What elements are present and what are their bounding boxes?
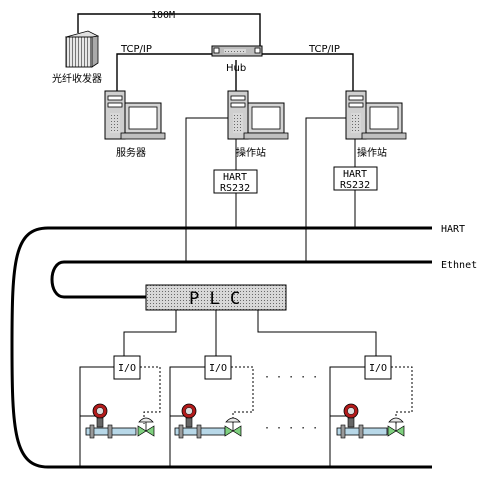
hart-rs232-box-1: HART RS232 xyxy=(213,169,258,194)
transmitter-icon xyxy=(92,403,108,428)
ellipsis-upper: · · · · · xyxy=(264,372,318,383)
station2-computer-icon xyxy=(345,90,407,140)
hart-rs232-box-2: HART RS232 xyxy=(333,166,378,191)
hart-box1-line2: RS232 xyxy=(220,183,250,194)
io-module-1: I/O xyxy=(113,355,141,380)
field-device-group-1 xyxy=(85,403,155,439)
io-module-2: I/O xyxy=(204,355,232,380)
ethernet-bus-label: Ethnet xyxy=(441,260,477,271)
fiber-transceiver-icon xyxy=(64,30,100,68)
tcpip-label-right: TCP/IP xyxy=(308,44,340,55)
plc-io-wiring xyxy=(123,310,377,356)
transmitter-icon xyxy=(181,403,197,428)
station-cables xyxy=(185,117,356,262)
hart-box2-line1: HART xyxy=(343,169,367,180)
io2-label: I/O xyxy=(209,363,227,374)
hub-device xyxy=(211,45,263,57)
top-links xyxy=(77,13,354,91)
hart-box2-line2: RS232 xyxy=(340,180,370,191)
transmitter-icon xyxy=(343,403,359,428)
station1-label: 操作站 xyxy=(236,146,266,159)
valve-icon xyxy=(387,417,405,437)
link-label-100m: 100M xyxy=(151,10,175,21)
tcpip-label-left: TCP/IP xyxy=(120,44,152,55)
server-label: 服务器 xyxy=(116,146,146,159)
io-module-3: I/O xyxy=(364,355,392,380)
ellipsis-lower: · · · · · xyxy=(264,423,318,434)
station2-label: 操作站 xyxy=(357,146,387,159)
field-wiring xyxy=(79,366,365,467)
fiber-transceiver-label: 光纤收发器 xyxy=(52,72,102,85)
dashed-signal-wiring xyxy=(140,366,413,424)
io1-label: I/O xyxy=(118,363,136,374)
station1-computer-icon xyxy=(227,90,289,140)
plc-label: P L C xyxy=(189,289,240,309)
valve-icon xyxy=(137,417,155,437)
server-computer-icon xyxy=(104,90,166,140)
field-device-group-2 xyxy=(174,403,242,439)
hart-box1-line1: HART xyxy=(223,172,247,183)
field-device-group-3 xyxy=(336,403,405,439)
io3-label: I/O xyxy=(369,363,387,374)
plc-unit: P L C xyxy=(145,284,287,311)
bus-lines xyxy=(10,226,432,469)
valve-icon xyxy=(224,417,242,437)
hub-label: Hub xyxy=(226,63,246,74)
hart-bus-label: HART xyxy=(441,224,465,235)
